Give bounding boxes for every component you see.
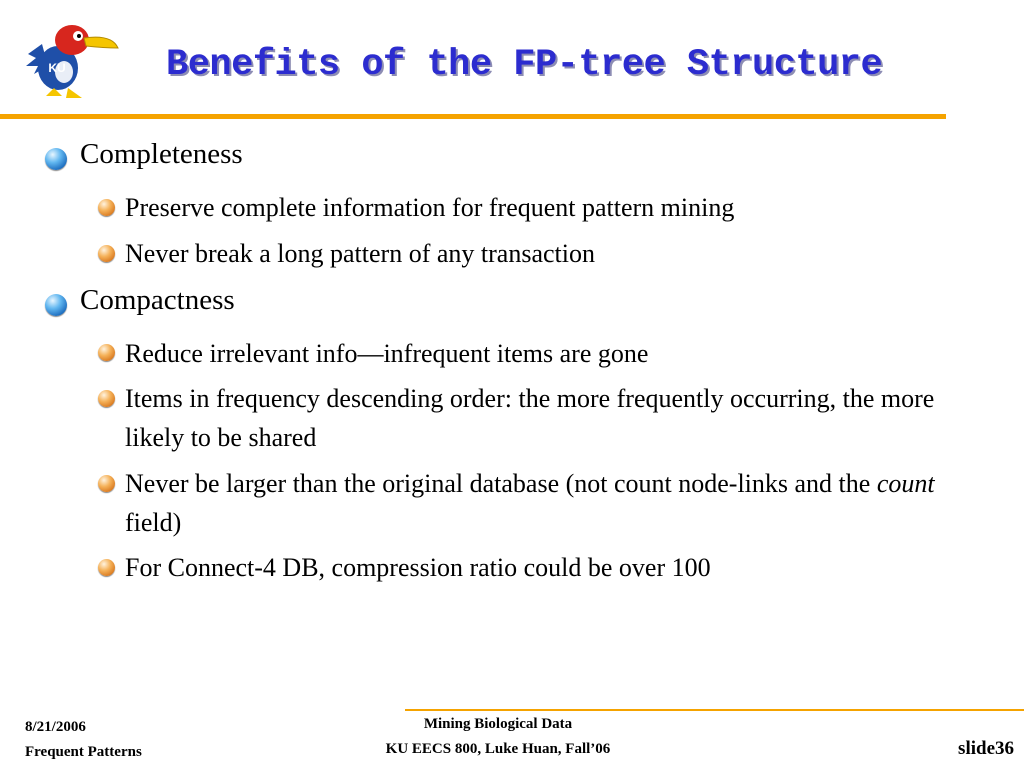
bullet-completeness: Completeness <box>80 138 243 170</box>
footer-topic: Frequent Patterns <box>25 744 142 760</box>
sub-bullet: Items in frequency descending order: the… <box>125 384 935 452</box>
bullet-level1-icon <box>45 294 67 316</box>
bullet-level1-icon <box>45 148 67 170</box>
sub-bullet: Preserve complete information for freque… <box>125 193 735 222</box>
sub-bullet-text: Never be larger than the original databa… <box>125 469 877 498</box>
jayhawk-logo-icon: KU <box>22 18 120 100</box>
bullet-level2-icon <box>98 559 115 576</box>
footer-course-title: Mining Biological Data <box>423 716 573 732</box>
title-divider <box>0 114 946 119</box>
footer-course-info: KU EECS 800, Luke Huan, Fall’06 <box>385 741 611 757</box>
sub-bullet: For Connect-4 DB, compression ratio coul… <box>125 553 711 582</box>
footer-divider <box>405 709 1024 711</box>
bullet-compactness: Compactness <box>80 284 235 316</box>
count-emphasis: count <box>876 469 935 498</box>
footer-date: 8/21/2006 <box>25 719 86 735</box>
sub-bullet: Reduce irrelevant info—infrequent items … <box>125 339 649 368</box>
bullet-level2-icon <box>98 390 115 407</box>
bullet-level2-icon <box>98 199 115 216</box>
bullet-level2-icon <box>98 475 115 492</box>
sub-bullet-text-end: field) <box>125 508 182 537</box>
bullet-level2-icon <box>98 344 115 361</box>
bullet-level2-icon <box>98 245 115 262</box>
sub-bullet: Never break a long pattern of any transa… <box>125 239 595 268</box>
sub-bullet: Never be larger than the original databa… <box>125 464 965 542</box>
logo-ku-text: KU <box>48 61 65 75</box>
slide-number: slide36 <box>958 738 1014 759</box>
slide-title: Benefits of the FP-tree Structure <box>166 44 883 86</box>
